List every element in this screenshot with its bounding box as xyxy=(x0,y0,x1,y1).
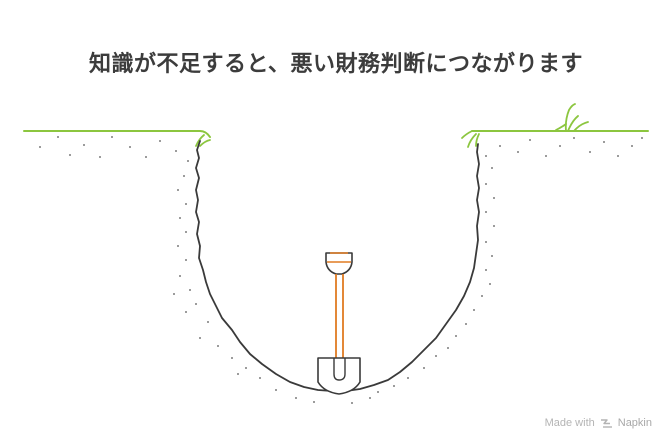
watermark-prefix: Made with xyxy=(544,417,595,429)
grass-tuft-right-icon xyxy=(461,130,480,148)
shovel-icon xyxy=(317,252,361,395)
grass-clump-icon xyxy=(555,103,589,132)
shovel-grip xyxy=(325,252,353,275)
dirt-dots xyxy=(39,136,643,404)
pit-outline xyxy=(195,140,480,392)
diagram-title: 知識が不足すると、悪い財務判断につながります xyxy=(88,52,584,77)
shovel-blade xyxy=(317,357,361,395)
watermark-brand: Napkin xyxy=(617,417,652,429)
ground-left xyxy=(23,130,211,138)
grass-tuft-left-icon xyxy=(195,134,211,147)
watermark[interactable]: Made with Napkin xyxy=(545,417,652,429)
napkin-logo-icon xyxy=(600,418,612,428)
